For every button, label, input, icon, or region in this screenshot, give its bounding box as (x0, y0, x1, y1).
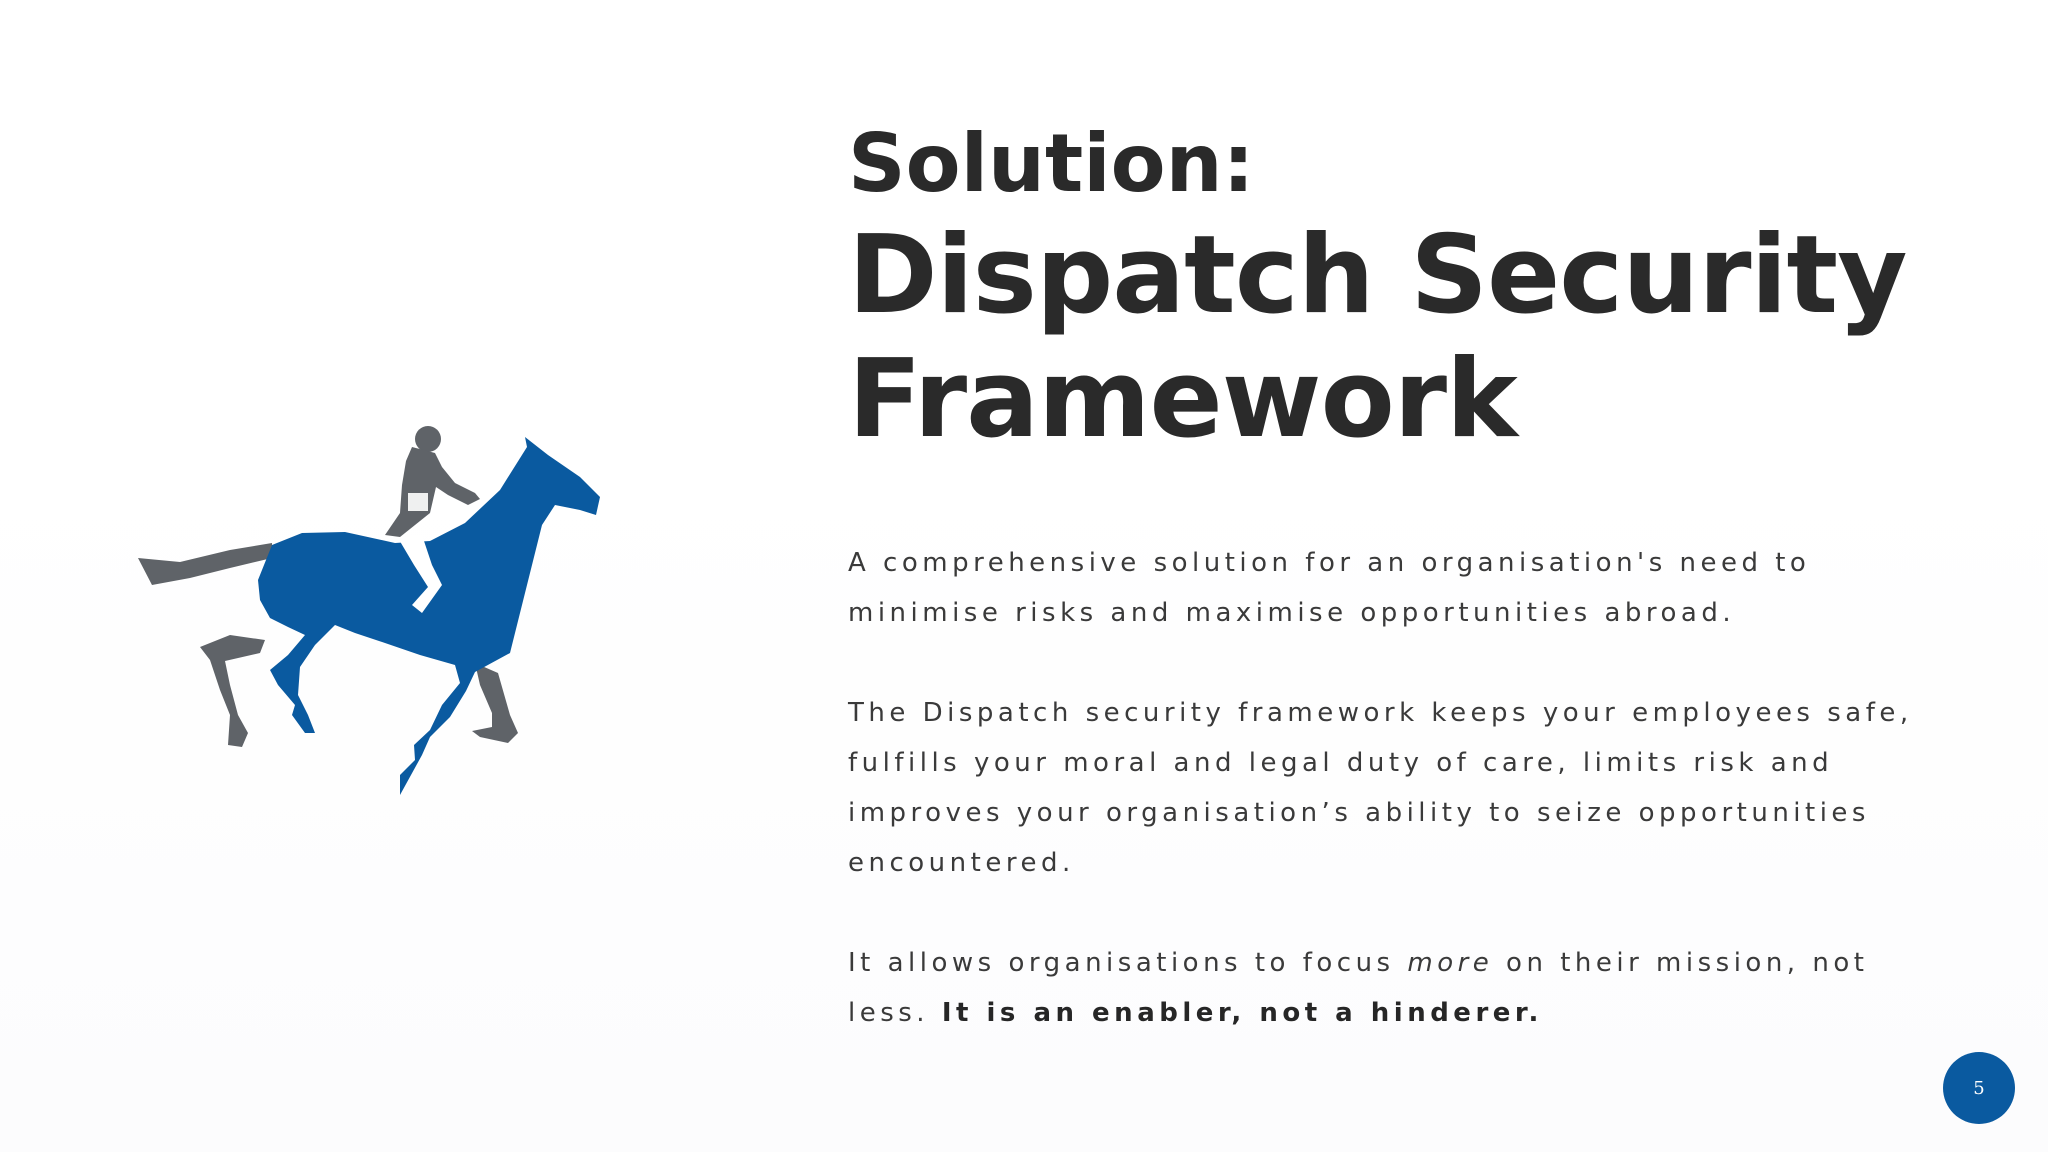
page-number-badge: 5 (1943, 1052, 2015, 1124)
paragraph-enabler: It allows organisations to focus more on… (848, 938, 1958, 1038)
paragraph-enabler-lead: It allows organisations to focus (848, 948, 1408, 978)
horse-rider-icon (138, 426, 600, 795)
paragraph-enabler-emphasis: more (1407, 948, 1494, 978)
paragraph-framework: The Dispatch security framework keeps yo… (848, 698, 1913, 878)
paragraph-intro: A comprehensive solution for an organisa… (848, 548, 1811, 628)
horse-tail (138, 543, 272, 585)
rider (385, 426, 480, 537)
horse-body (258, 437, 600, 795)
far-legs (200, 635, 518, 747)
slide-heading: Solution: Dispatch Security Framework (848, 118, 1998, 462)
paragraph-enabler-bold: It is an enabler, not a hinderer. (941, 998, 1543, 1028)
paragraph-enabler-middle: on their mission, not less. (848, 948, 1869, 1028)
satchel (408, 493, 428, 511)
heading-eyebrow: Solution: (848, 117, 1255, 210)
rider-leg (398, 535, 442, 613)
heading-title: Dispatch Security Framework (848, 213, 1908, 462)
body-text: A comprehensive solution for an organisa… (848, 538, 1958, 1088)
